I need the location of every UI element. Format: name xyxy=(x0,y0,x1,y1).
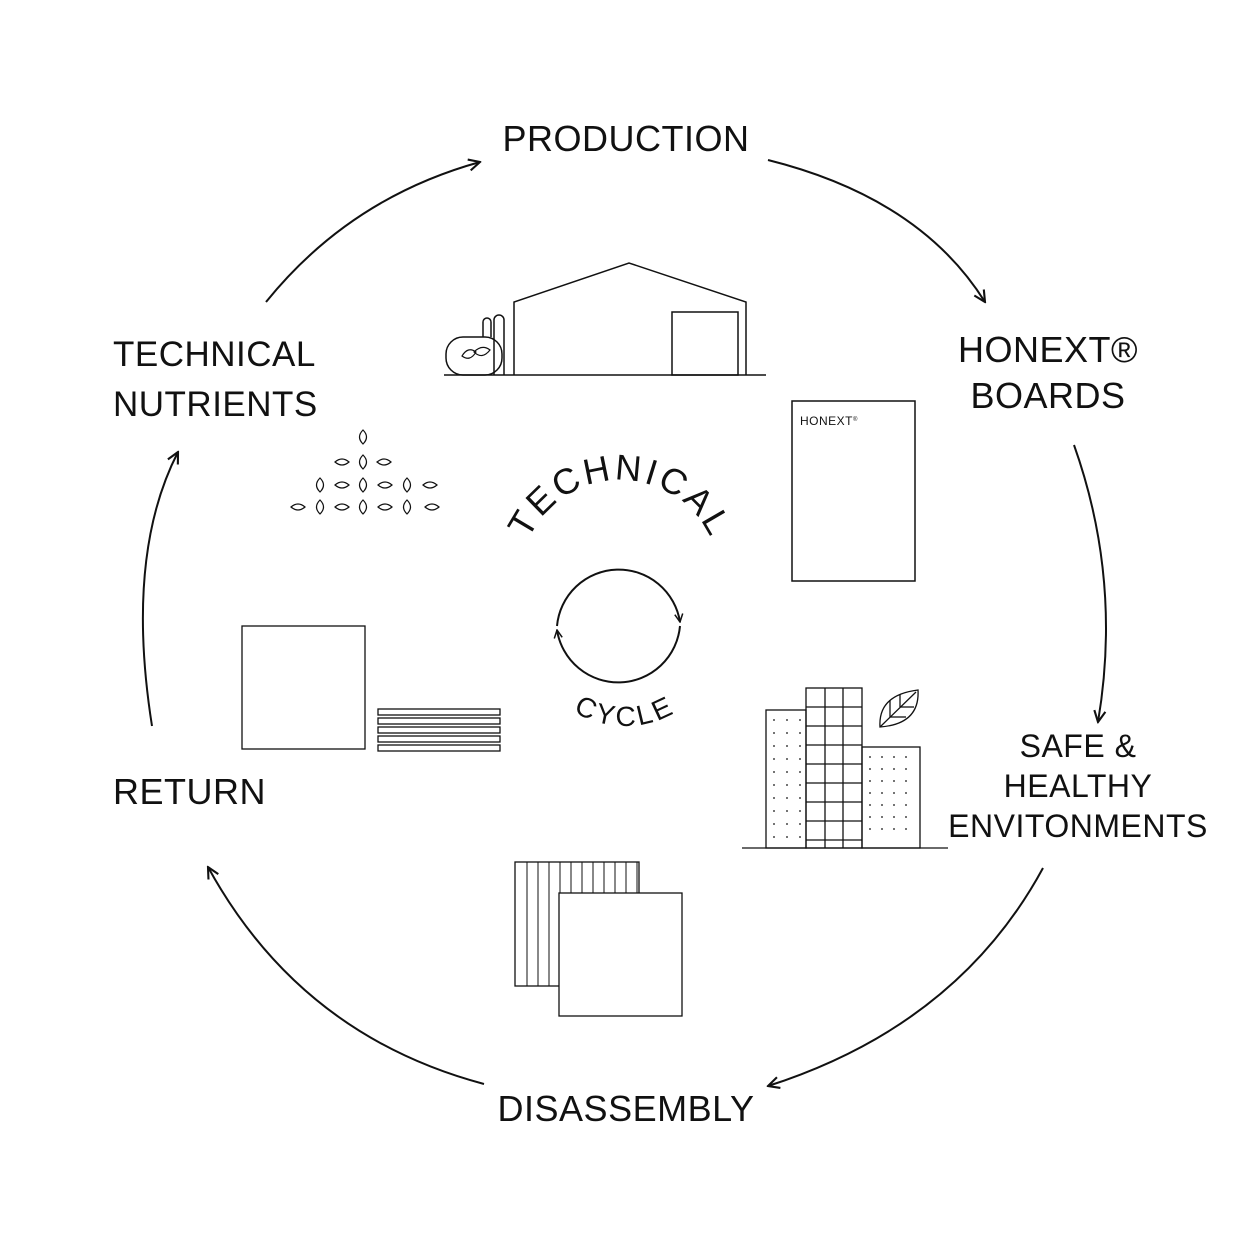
center-cycle-icon xyxy=(557,568,680,684)
granule xyxy=(334,458,350,466)
stage-label-disassembly: DISASSEMBLY xyxy=(497,1088,755,1129)
granule xyxy=(290,503,306,511)
board-brand-text: HONEXT® xyxy=(800,414,858,428)
granule xyxy=(377,503,393,511)
granule xyxy=(377,481,393,489)
center-title-technical: TECHNICAL xyxy=(499,446,740,543)
granule xyxy=(402,477,412,493)
disassembly-panels-icon xyxy=(514,861,683,1017)
granule xyxy=(424,503,440,511)
granule xyxy=(358,477,368,493)
arrow-production-to-boards xyxy=(767,159,985,302)
granule xyxy=(376,458,392,466)
arrow-return-to-nutrients xyxy=(141,452,178,727)
granules-icon xyxy=(290,429,440,515)
stage-label-return: RETURN xyxy=(113,771,266,812)
granule xyxy=(358,454,368,470)
granule xyxy=(334,503,350,511)
granule xyxy=(358,429,368,445)
return-boards-icon xyxy=(241,625,501,752)
arrow-nutrients-to-production xyxy=(265,162,480,303)
stage-label-production: PRODUCTION xyxy=(502,118,750,159)
factory-icon xyxy=(444,262,766,376)
stage-label-technical-nutrients: TECHNICAL NUTRIENTS xyxy=(113,335,318,424)
granule xyxy=(334,481,350,489)
granule xyxy=(315,477,325,493)
granule xyxy=(315,499,325,515)
granule xyxy=(422,481,438,489)
granule xyxy=(358,499,368,515)
arrow-disassembly-to-return xyxy=(208,867,485,1085)
stage-label-safe-healthy: SAFE & HEALTHY ENVITONMENTS xyxy=(948,728,1208,844)
stage-label-honext-boards: HONEXT® BOARDS xyxy=(957,329,1139,416)
arrow-safe-to-disassembly xyxy=(768,867,1044,1086)
arrow-boards-to-safe xyxy=(1073,444,1107,722)
buildings-icon xyxy=(742,687,948,849)
honext-board-icon xyxy=(791,400,916,582)
center-title-cycle: CYCLE xyxy=(570,689,679,732)
granule xyxy=(402,499,412,515)
leaf-icon xyxy=(879,689,919,728)
